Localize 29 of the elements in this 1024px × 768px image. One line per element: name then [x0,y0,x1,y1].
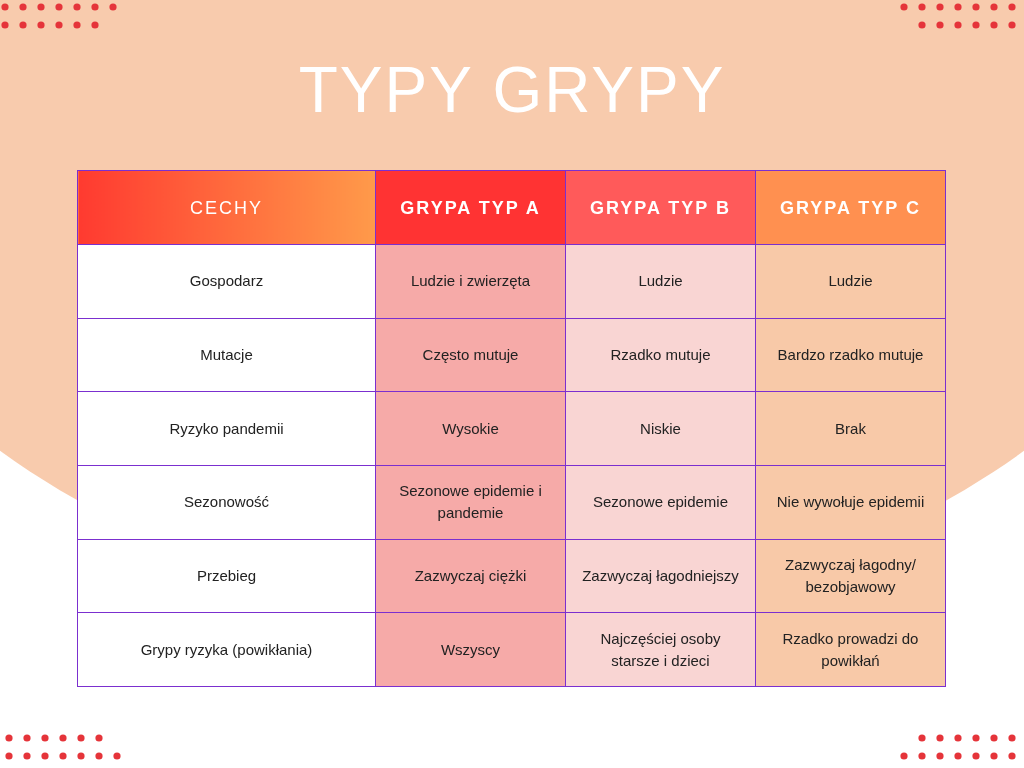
table-cell: Wysokie [375,391,566,466]
table-cell: Sezonowe epidemie i pandemie [375,465,566,540]
table-cell: Ludzie [565,244,756,319]
table-cell: Grypy ryzyka (powikłania) [77,612,376,687]
table-cell: Zazwyczaj łagodny/ bezobjawowy [755,539,946,613]
table-cell: Sezonowe epidemie [565,465,756,540]
table-cell: Sezonowość [77,465,376,540]
table-cell: Mutacje [77,318,376,392]
title: TYPY GRYPY [297,53,727,128]
table-cell: Przebieg [77,539,376,613]
table-cell: Często mutuje [375,318,566,392]
table-cell: Nie wywołuje epidemii [755,465,946,540]
column-header: GRYPA TYP A [375,170,566,245]
table-cell: Zazwyczaj łagodniejszy [565,539,756,613]
table-cell: Rzadko mutuje [565,318,756,392]
table-cell: Gospodarz [77,244,376,319]
table-cell: Rzadko prowadzi do powikłań [755,612,946,687]
column-header: CECHY [77,170,376,245]
table-cell: Niskie [565,391,756,466]
table-cell: Bardzo rzadko mutuje [755,318,946,392]
table-cell: Wszyscy [375,612,566,687]
table-cell: Ludzie [755,244,946,319]
table-cell: Brak [755,391,946,466]
column-header: GRYPA TYP C [755,170,946,245]
table-cell: Ryzyko pandemii [77,391,376,466]
table-cell: Zazwyczaj ciężki [375,539,566,613]
table-cell: Najczęściej osoby starsze i dzieci [565,612,756,687]
column-header: GRYPA TYP B [565,170,756,245]
table-cell: Ludzie i zwierzęta [375,244,566,319]
